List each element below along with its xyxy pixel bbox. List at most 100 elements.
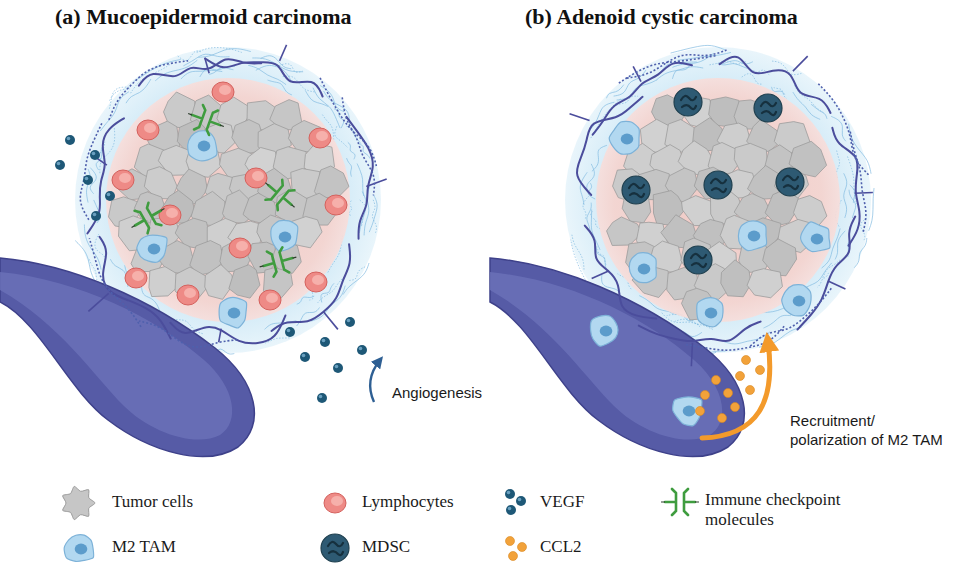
legend-label: CCL2	[540, 537, 582, 557]
lymphocyte	[259, 290, 281, 310]
vegf-dot	[320, 337, 330, 347]
mdsc-nucleus	[681, 96, 696, 109]
mucoepidermoid-panel	[0, 45, 387, 457]
legend-label: VEGF	[540, 492, 584, 512]
mdsc-nucleus	[761, 102, 776, 115]
ecm-fiber	[606, 85, 623, 99]
m2-tam-nucleus	[793, 296, 806, 307]
tumor-region	[596, 78, 840, 322]
ecm-fiber	[343, 263, 369, 295]
m2-tam-nucleus	[621, 134, 634, 145]
ecm-fiber	[131, 62, 174, 93]
ecm-fiber	[155, 60, 197, 81]
capillary-branch	[366, 179, 386, 187]
lymphocyte	[125, 268, 147, 288]
m2-tam-nucleus	[638, 264, 651, 275]
m2-tam	[697, 298, 723, 327]
ecm-fiber	[335, 126, 348, 148]
checkpoint-stem	[265, 183, 294, 207]
legend-label: M2 TAM	[112, 537, 176, 557]
mdsc	[684, 246, 712, 274]
ccl2-dot	[718, 414, 727, 423]
ccl2-dot	[518, 543, 527, 552]
capillary-branch	[219, 329, 221, 343]
capillary-branch	[793, 56, 808, 71]
vegf-highlight	[57, 162, 61, 166]
lymphocyte-highlight	[316, 131, 328, 141]
lymphocyte-highlight	[144, 123, 156, 133]
vegf-dot	[91, 211, 101, 221]
m2-tam-nucleus	[811, 234, 824, 245]
immune-checkpoint	[184, 101, 229, 138]
legend-label: Immune checkpoint molecules	[705, 490, 855, 531]
ecm-fiber	[110, 89, 130, 101]
m2-tam	[609, 121, 639, 154]
lymphocyte	[325, 195, 347, 215]
capillary-branch	[280, 45, 287, 61]
vessel-lumen	[490, 272, 722, 440]
dotted-vessel	[320, 78, 376, 166]
lymphocyte	[245, 168, 267, 188]
legend-label: MDSC	[362, 537, 410, 557]
lymphocyte-highlight	[332, 198, 344, 208]
mdsc	[754, 94, 782, 122]
vegf-highlight	[107, 193, 111, 197]
m2-tam	[782, 285, 811, 316]
immune-checkpoint	[661, 489, 699, 515]
vegf-dot	[357, 345, 367, 355]
vegf-highlight	[322, 339, 326, 343]
ccl2-dot	[756, 366, 765, 375]
mdsc-nucleus	[328, 542, 343, 555]
ecm-fiber	[847, 156, 856, 203]
adenoid-cystic-panel	[490, 45, 874, 456]
annotation-label: Recruitment/ polarization of M2 TAM	[790, 412, 950, 450]
lymphocyte-highlight	[119, 173, 131, 183]
lymphocyte	[229, 238, 251, 258]
lymphocyte-highlight	[236, 241, 248, 251]
vegf-dot	[300, 352, 310, 362]
ccl2-dot	[724, 389, 733, 398]
capillary	[585, 226, 656, 319]
vegf-highlight	[359, 347, 363, 351]
ecm-fiber	[587, 164, 595, 191]
m2-tam-nucleus	[198, 141, 211, 152]
angiogenesis-arrow	[370, 360, 380, 402]
checkpoint-receptor	[129, 199, 168, 237]
capillary-branch	[855, 192, 873, 194]
recruitment-arrow	[702, 342, 770, 438]
ecm-fiber	[357, 164, 364, 196]
lymphocyte	[159, 205, 181, 225]
m2-tam	[738, 221, 766, 251]
mdsc-nucleus	[783, 176, 798, 189]
vegf-dot	[285, 327, 295, 337]
ecm-fiber	[671, 45, 725, 53]
vegf-dot	[506, 505, 516, 515]
ecm-fiber	[672, 66, 689, 79]
ecm-fiber	[209, 67, 233, 74]
ccl2-dot	[742, 356, 751, 365]
lymphocyte	[137, 120, 159, 140]
checkpoint-stem	[132, 209, 165, 228]
mdsc-nucleus	[691, 254, 706, 267]
ecm-fiber	[197, 48, 243, 53]
m2-tam-nucleus	[683, 406, 696, 417]
vegf-dot	[65, 135, 75, 145]
immune-checkpoint	[256, 245, 299, 280]
mdsc	[321, 534, 349, 562]
tumor-region	[106, 78, 350, 322]
ccl2-dot	[701, 391, 710, 400]
vegf-highlight	[85, 177, 89, 181]
capillary-branch	[691, 343, 692, 367]
ecm-fiber	[764, 315, 791, 328]
ecm-fiber	[134, 60, 181, 82]
legend-label: Lymphocytes	[362, 492, 454, 512]
capillary-branch	[570, 114, 590, 121]
capillary-branch	[324, 312, 338, 329]
blood-vessel	[0, 258, 254, 456]
checkpoint-stem	[188, 114, 224, 127]
lymphocyte-highlight	[312, 275, 324, 285]
vegf-highlight	[93, 213, 97, 217]
checkpoint-receptor	[187, 103, 224, 138]
